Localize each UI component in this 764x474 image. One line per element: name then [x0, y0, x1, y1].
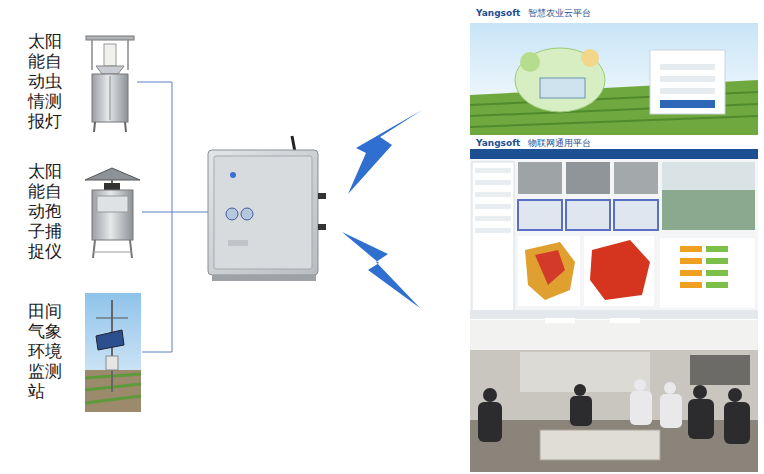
device-label: 太阳能自动虫情测报灯: [28, 32, 63, 131]
login-screenshot: [470, 5, 758, 135]
device-node: 太阳能自动孢子捕捉仪: [28, 162, 63, 261]
wireless-bolt: [342, 110, 422, 308]
conference-photo: [470, 318, 758, 472]
device-node: 田间气象环境监测站: [28, 302, 63, 401]
screen-title: Yangsoft: [474, 9, 522, 19]
device-node: 太阳能自动虫情测报灯: [28, 32, 63, 131]
weather-station-photo: [85, 293, 141, 412]
wire: [137, 82, 208, 352]
screen-title: 物联网通用平台: [526, 139, 593, 149]
insect-lamp: [86, 36, 134, 132]
screen-title: 智慧农业云平台: [526, 9, 593, 19]
screen-title: Yangsoft: [474, 139, 522, 149]
spore-trap: [85, 168, 140, 258]
platform-screenshot: [470, 137, 758, 319]
device-label: 田间气象环境监测站: [28, 302, 63, 401]
gateway-device: [208, 136, 326, 281]
device-label: 太阳能自动孢子捕捉仪: [28, 162, 63, 261]
